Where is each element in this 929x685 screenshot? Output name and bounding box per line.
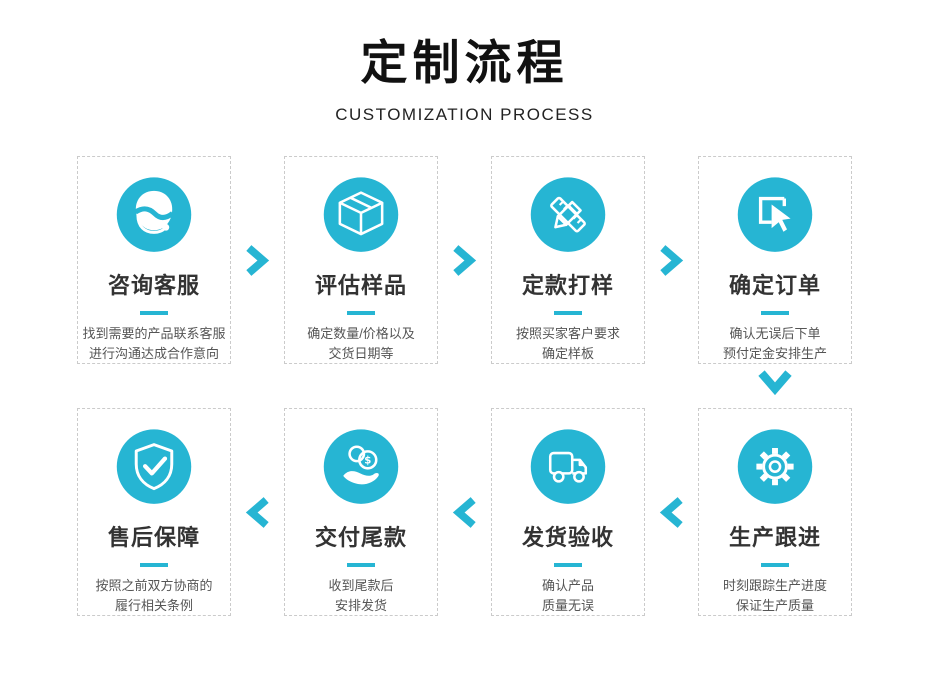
title-divider <box>140 563 168 568</box>
chevron-right-icon <box>645 156 698 364</box>
step-description: 找到需要的产品联系客服 进行沟通达成合作意向 <box>82 326 226 361</box>
flow-row-bottom: 售后保障 按照之前双方协商的 履行相关条例 $ 交付尾款 收到尾款后 安排发货 <box>77 408 852 617</box>
step-description: 确认产品 质量无误 <box>541 578 594 613</box>
step-title: 发货验收 <box>521 525 614 551</box>
step-card-after-sales: 售后保障 按照之前双方协商的 履行相关条例 <box>77 408 231 617</box>
svg-text:$: $ <box>364 456 371 467</box>
step-description: 按照买家客户要求 确定样板 <box>515 326 620 361</box>
step-title: 评估样品 <box>314 273 407 299</box>
chevron-right-icon <box>438 156 491 364</box>
step-card-consult-service: 咨询客服 找到需要的产品联系客服 进行沟通达成合作意向 <box>77 156 231 365</box>
step-description: 时刻跟踪生产进度 保证生产质量 <box>722 578 827 613</box>
step-description: 按照之前双方协商的 履行相关条例 <box>95 578 213 613</box>
chevron-left-icon <box>645 408 698 616</box>
customer-service-icon <box>116 177 192 252</box>
step-description: 确定数量/价格以及 交货日期等 <box>307 326 415 361</box>
step-title: 定款打样 <box>521 273 614 299</box>
step-card-pay-balance: $ 交付尾款 收到尾款后 安排发货 <box>284 408 438 617</box>
title-divider <box>140 311 168 316</box>
process-flow: 咨询客服 找到需要的产品联系客服 进行沟通达成合作意向 评估样品 <box>77 156 852 617</box>
step-card-confirm-sample: 定款打样 按照买家客户要求 确定样板 <box>491 156 645 365</box>
chevron-left-icon <box>231 408 284 616</box>
chevron-right-icon <box>231 156 284 364</box>
page-header: 定制流程 CUSTOMIZATION PROCESS <box>0 0 929 125</box>
box-icon <box>323 177 399 252</box>
step-card-evaluate-sample: 评估样品 确定数量/价格以及 交货日期等 <box>284 156 438 365</box>
chevron-down-icon <box>758 370 792 396</box>
title-divider <box>761 311 789 316</box>
title-divider <box>347 563 375 568</box>
step-description: 确认无误后下单 预付定金安排生产 <box>722 326 827 361</box>
coins-hand-icon: $ <box>323 429 399 504</box>
step-title: 确定订单 <box>728 273 821 299</box>
gear-icon <box>737 429 813 504</box>
shield-check-icon <box>116 429 192 504</box>
title-divider <box>347 311 375 316</box>
flow-row-top: 咨询客服 找到需要的产品联系客服 进行沟通达成合作意向 评估样品 <box>77 156 852 365</box>
truck-icon <box>530 429 606 504</box>
step-card-ship-inspect: 发货验收 确认产品 质量无误 <box>491 408 645 617</box>
step-title: 交付尾款 <box>314 525 407 551</box>
step-card-confirm-order: 确定订单 确认无误后下单 预付定金安排生产 <box>698 156 852 365</box>
cursor-click-icon <box>737 177 813 252</box>
step-card-production-follow: 生产跟进 时刻跟踪生产进度 保证生产质量 <box>698 408 852 617</box>
chevron-left-icon <box>438 408 491 616</box>
title-divider <box>554 563 582 568</box>
title-divider <box>554 311 582 316</box>
title-divider <box>761 563 789 568</box>
pencil-ruler-icon <box>530 177 606 252</box>
step-title: 生产跟进 <box>728 525 821 551</box>
step-title: 售后保障 <box>107 525 200 551</box>
page-subtitle: CUSTOMIZATION PROCESS <box>335 105 594 125</box>
step-description: 收到尾款后 安排发货 <box>328 578 394 613</box>
step-title: 咨询客服 <box>107 273 200 299</box>
page-title: 定制流程 <box>360 36 569 89</box>
